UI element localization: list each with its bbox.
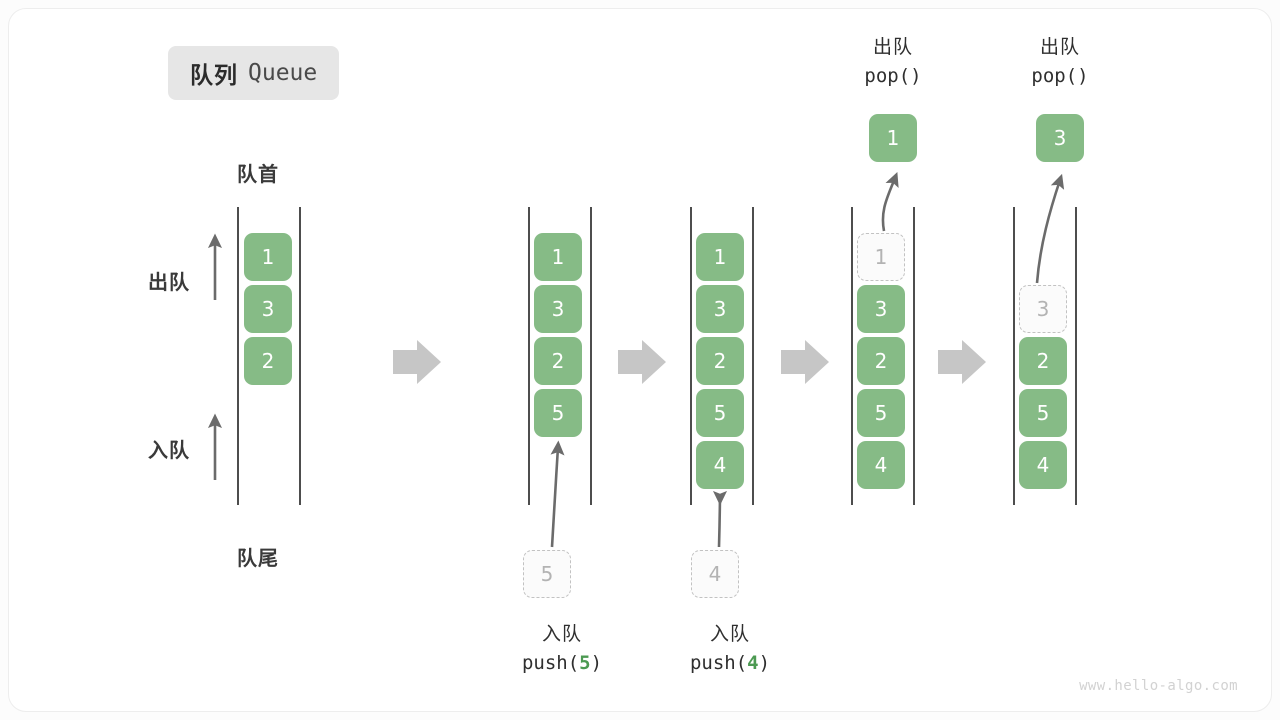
- rail-right: [752, 207, 754, 505]
- rail-right: [590, 207, 592, 505]
- watermark: www.hello-algo.com: [1079, 678, 1238, 694]
- queue-cell: 1: [696, 233, 744, 281]
- queue-cell: 5: [857, 389, 905, 437]
- rail-left: [1013, 207, 1015, 505]
- push-caption-code: push(5): [462, 649, 662, 678]
- queue-head-label: 队首: [237, 162, 279, 186]
- push-code-suffix: ): [758, 652, 771, 675]
- rail-left: [237, 207, 239, 505]
- queue-cell: 2: [857, 337, 905, 385]
- rail-right: [913, 207, 915, 505]
- rail-right: [299, 207, 301, 505]
- rail-left: [690, 207, 692, 505]
- queue-cell: 5: [696, 389, 744, 437]
- queue-cell: 4: [857, 441, 905, 489]
- pop-caption-0: 出队 pop(): [793, 33, 993, 92]
- pop-caption-code: pop(): [864, 65, 922, 88]
- queue-cell: 3: [244, 285, 292, 333]
- pop-caption-code: pop(): [1031, 65, 1089, 88]
- pop-caption-cn: 出队: [1039, 36, 1080, 58]
- pop-caption-1: 出队 pop(): [960, 33, 1160, 92]
- queue-cell: 4: [1019, 441, 1067, 489]
- queue-tail-label: 队尾: [237, 546, 279, 570]
- queue-cell: 1: [534, 233, 582, 281]
- queue-cell: 2: [696, 337, 744, 385]
- push-caption-code: push(4): [630, 649, 830, 678]
- push-code-prefix: push(: [689, 652, 748, 675]
- push-caption-0: 入队 push(5): [462, 620, 662, 679]
- rail-left: [528, 207, 530, 505]
- title-chinese: 队列: [190, 63, 238, 89]
- queue-cell: 2: [534, 337, 582, 385]
- queue-cell: 3: [534, 285, 582, 333]
- push-code-arg: 5: [579, 652, 591, 675]
- queue-cell: 3: [696, 285, 744, 333]
- title-english: Queue: [248, 60, 318, 86]
- push-caption-cn: 入队: [709, 623, 750, 645]
- pop-caption-cn: 出队: [872, 36, 913, 58]
- queue-cell: 2: [244, 337, 292, 385]
- push-code-prefix: push(: [521, 652, 580, 675]
- queue-cell: 3: [857, 285, 905, 333]
- push-caption-cn: 入队: [541, 623, 582, 645]
- queue-cell: 4: [696, 441, 744, 489]
- popped-value-cell: 3: [1036, 114, 1084, 162]
- push-code-arg: 4: [747, 652, 759, 675]
- diagram-card: [8, 8, 1272, 712]
- push-caption-1: 入队 push(4): [630, 620, 830, 679]
- queue-cell: 5: [534, 389, 582, 437]
- rail-left: [851, 207, 853, 505]
- diagram-title-badge: 队列 Queue: [168, 46, 340, 100]
- popped-value-cell: 1: [869, 114, 917, 162]
- pending-push-cell: 4: [691, 550, 739, 598]
- dequeue-direction-label: 出队: [148, 270, 190, 294]
- popped-slot-cell: 1: [857, 233, 905, 281]
- enqueue-direction-label: 入队: [148, 438, 190, 462]
- rail-right: [1075, 207, 1077, 505]
- queue-cell: 1: [244, 233, 292, 281]
- pending-push-cell: 5: [523, 550, 571, 598]
- queue-cell: 5: [1019, 389, 1067, 437]
- popped-slot-cell: 3: [1019, 285, 1067, 333]
- push-code-suffix: ): [590, 652, 603, 675]
- queue-cell: 2: [1019, 337, 1067, 385]
